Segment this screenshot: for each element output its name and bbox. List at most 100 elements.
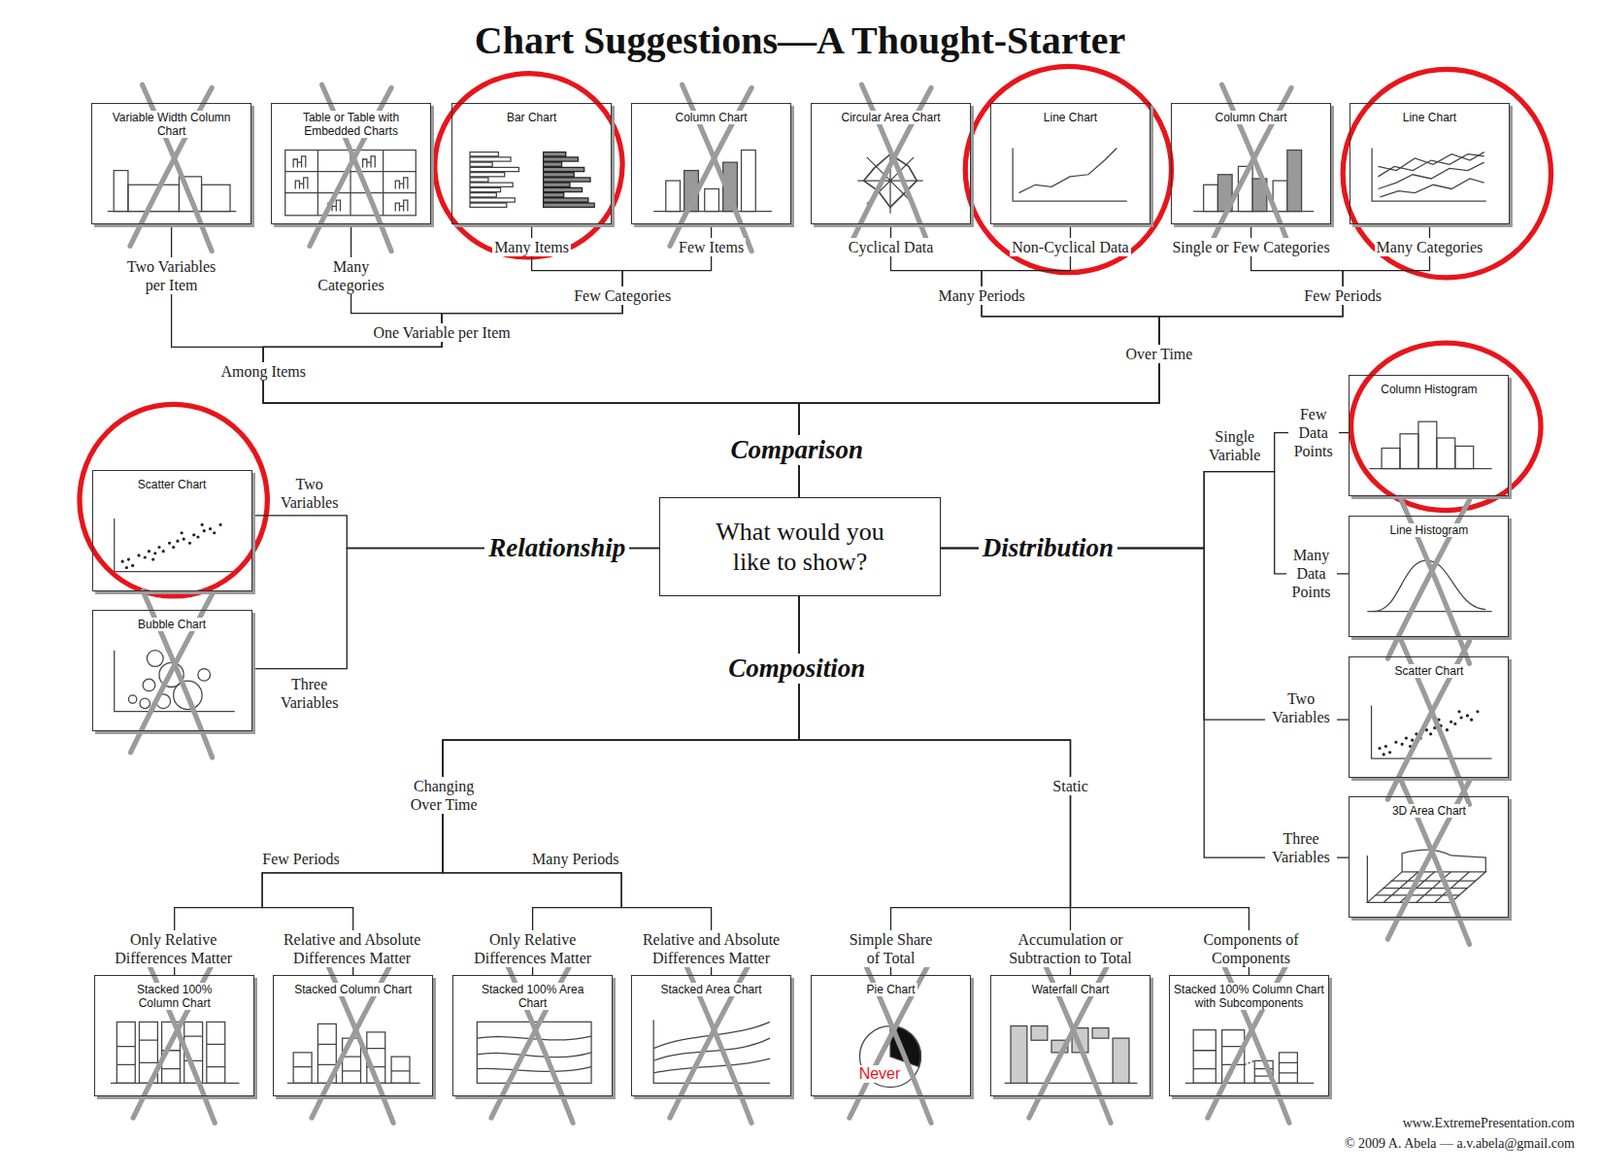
chart-box: 3D Area Chart — [1348, 796, 1509, 918]
branch-label: Accumulation or Subtraction to Total — [1000, 930, 1141, 967]
branch-label: Many Periods — [935, 286, 1027, 305]
chart-box: Scatter Chart — [1348, 656, 1509, 778]
branch-label: Only Relative Differences Matter — [105, 930, 241, 967]
branch-label: Changing Over Time — [402, 776, 485, 814]
multi-line-chart — [1371, 147, 1487, 201]
grouped-column-chart — [1287, 150, 1302, 212]
branch-label: Two Variables — [1265, 689, 1337, 727]
branch-label: Few Categories — [571, 286, 673, 305]
category-label: Relationship — [484, 533, 630, 564]
chart-name: Bubble Chart — [135, 617, 208, 632]
bubble-chart — [139, 698, 151, 709]
mini-charts — [107, 147, 1493, 1087]
chart-name: Stacked 100% Area Chart — [471, 982, 595, 1010]
tree-connector — [262, 596, 800, 975]
tree-connector — [174, 596, 800, 975]
branch-label: Single or Few Categories — [1169, 237, 1332, 257]
branch-label: Few Data Points — [1288, 404, 1339, 461]
chart-name: Stacked Area Chart — [659, 982, 765, 997]
branch-label: Many Items — [492, 237, 571, 257]
tree-connector — [263, 224, 800, 498]
branch-label: Relative and Absolute Differences Matter — [636, 930, 787, 967]
red-circles — [965, 66, 1171, 272]
branch-label: Over Time — [1124, 344, 1196, 364]
column-chart — [666, 180, 681, 212]
multi-line-chart — [1377, 152, 1484, 171]
stacked-100-area — [476, 1035, 592, 1071]
column-histogram — [1455, 445, 1474, 468]
stacked-100-column — [116, 1021, 225, 1083]
stacked-100-subcomponents — [1244, 1060, 1256, 1083]
column-chart — [741, 150, 757, 212]
bar-chart — [469, 152, 595, 208]
branch-label: Many Data Points — [1286, 545, 1337, 601]
chart-box: Column Chart — [631, 102, 792, 225]
cross-outs — [1029, 956, 1111, 1123]
tree-connector — [799, 224, 1431, 498]
chart-box: Column Histogram — [1348, 374, 1509, 497]
chart-name: 3D Area Chart — [1390, 803, 1468, 818]
line-chart — [1018, 147, 1117, 193]
red-circles — [79, 61, 1552, 597]
cross-outs — [669, 956, 752, 1123]
variable-width-column — [107, 170, 236, 212]
table-grid — [295, 177, 308, 190]
column-histogram — [1381, 448, 1400, 469]
line-chart — [1012, 147, 1128, 201]
tree-connector — [252, 548, 660, 669]
chart-box: Bubble Chart — [92, 609, 253, 732]
chart-box: Line Histogram — [1348, 515, 1509, 637]
chart-box: Table or Table with Embedded Charts — [270, 102, 432, 225]
chart-name: Column Chart — [1213, 110, 1290, 125]
chart-name: Waterfall Chart — [1030, 982, 1112, 997]
branch-label: Few Periods — [1301, 286, 1384, 305]
table-grid — [363, 156, 376, 168]
table-grid — [395, 200, 408, 212]
chart-box: Stacked 100% Area Chart — [452, 974, 613, 1097]
tree-connector — [171, 224, 800, 498]
chart-box: Scatter Chart — [92, 469, 253, 592]
page-title: Chart Suggestions—A Thought-Starter — [0, 17, 1600, 65]
branch-label: Cyclical Data — [846, 237, 936, 257]
branch-label: Three Variables — [273, 674, 346, 712]
red-circles — [1351, 342, 1541, 510]
chart-name: Scatter Chart — [135, 477, 209, 492]
column-histogram — [1368, 421, 1492, 468]
tree-connector — [263, 224, 800, 498]
chart-name: Bar Chart — [504, 110, 559, 125]
branch-label: Few Items — [676, 237, 746, 257]
chart-name: Line Histogram — [1388, 523, 1471, 537]
multi-line-chart — [1380, 178, 1485, 198]
bar-chart — [469, 152, 519, 208]
chart-name: Variable Width Column Chart — [110, 110, 234, 138]
branch-label: Components of Components — [1196, 930, 1307, 967]
red-circles — [423, 61, 635, 269]
multi-line-chart — [1377, 154, 1484, 177]
branch-label: Single Variable — [1201, 427, 1268, 465]
table-grid — [395, 177, 408, 190]
category-label: Distribution — [978, 533, 1118, 564]
chart-box: Circular Area Chart — [810, 102, 971, 225]
column-histogram — [1436, 437, 1456, 469]
cross-outs — [131, 591, 213, 758]
chart-name: Table or Table with Embedded Charts — [290, 110, 413, 138]
branch-label: Three Variables — [1265, 829, 1337, 867]
column-histogram — [1418, 421, 1437, 468]
question-text: What would you like to show? — [702, 516, 898, 577]
chart-name: Stacked 100% Column Chart with Subcompon… — [1169, 982, 1329, 1010]
footer-credit: www.ExtremePresentation.com — [1400, 1114, 1577, 1132]
bubble-chart — [198, 668, 211, 682]
bubble-chart — [142, 678, 156, 692]
area-3d-chart — [1366, 855, 1368, 902]
cross-outs — [1207, 956, 1290, 1123]
chart-name: Pie Chart — [865, 982, 918, 997]
branch-label: Many Periods — [530, 849, 621, 868]
waterfall-chart — [1010, 1026, 1028, 1084]
multi-line-chart — [1371, 147, 1487, 201]
chart-name: Line Chart — [1400, 110, 1459, 125]
chart-box: Variable Width Column Chart — [91, 102, 252, 225]
area-3d-chart — [1401, 849, 1486, 872]
cross-outs — [491, 956, 573, 1123]
